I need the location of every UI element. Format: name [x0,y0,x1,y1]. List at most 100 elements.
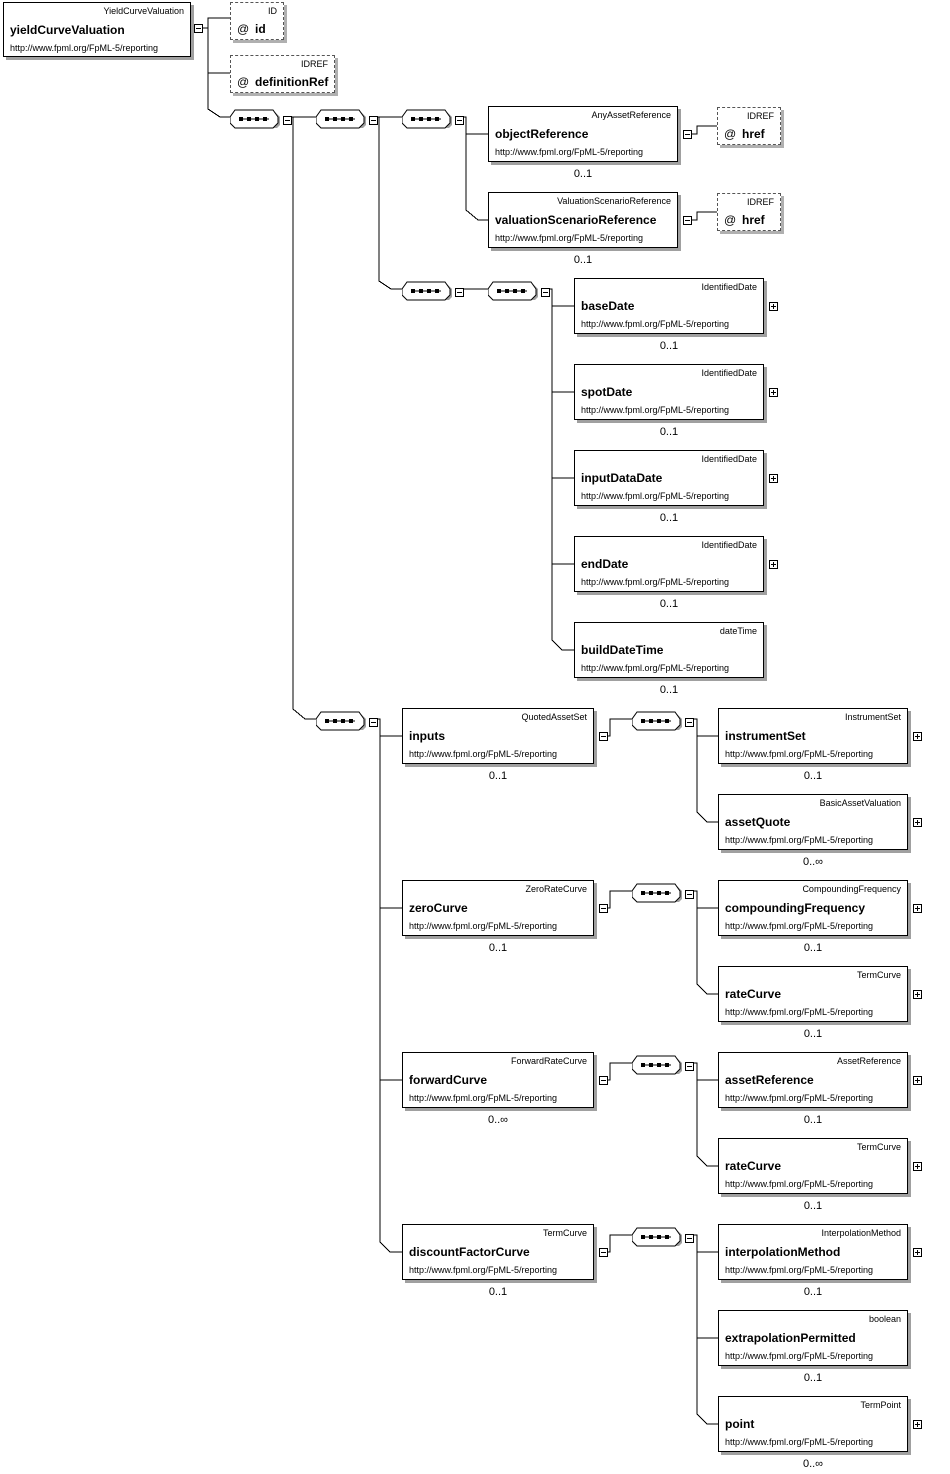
collapse-toggle[interactable] [369,718,378,727]
element-name: compoundingFrequency [725,901,866,915]
attribute-box-definitionRef[interactable]: IDREF@definitionRef [230,55,335,93]
expand-toggle[interactable] [769,474,778,483]
attribute-box-href[interactable]: IDREF@href [717,107,781,145]
expand-toggle[interactable] [769,388,778,397]
cardinality-label: 0..∞ [802,1458,824,1470]
attribute-box-href[interactable]: IDREF@href [717,193,781,231]
element-name: endDate [581,557,629,571]
element-namespace: http://www.fpml.org/FpML-5/reporting [725,1007,874,1017]
collapse-toggle[interactable] [455,288,464,297]
collapse-toggle[interactable] [685,1062,694,1071]
element-name: interpolationMethod [725,1245,841,1259]
element-type: TermPoint [860,1400,901,1410]
expand-toggle[interactable] [913,818,922,827]
sequence-compositor-icon [632,883,682,903]
cardinality-label: 0..1 [803,1200,823,1212]
element-name: baseDate [581,299,635,313]
cardinality-label: 0..1 [803,770,823,782]
expand-toggle[interactable] [913,904,922,913]
expand-toggle[interactable] [913,1248,922,1257]
expand-toggle[interactable] [913,990,922,999]
element-type: ValuationScenarioReference [557,196,671,206]
element-name: objectReference [495,127,589,141]
element-namespace: http://www.fpml.org/FpML-5/reporting [581,577,730,587]
collapse-toggle[interactable] [599,1248,608,1257]
sequence-compositor-icon [402,281,452,301]
sequence-compositor-icon [632,711,682,731]
collapse-toggle[interactable] [599,1076,608,1085]
element-namespace: http://www.fpml.org/FpML-5/reporting [725,1437,874,1447]
collapse-toggle[interactable] [369,116,378,125]
element-namespace: http://www.fpml.org/FpML-5/reporting [725,1179,874,1189]
attribute-at-symbol: @ [724,213,737,227]
attribute-at-symbol: @ [724,127,737,141]
expand-toggle[interactable] [913,1076,922,1085]
sequence-compositor-icon [316,109,366,129]
sequence-compositor-icon [316,711,366,731]
element-namespace: http://www.fpml.org/FpML-5/reporting [725,921,874,931]
collapse-toggle[interactable] [283,116,292,125]
element-name: yieldCurveValuation [10,23,125,37]
element-type: IdentifiedDate [701,282,757,292]
cardinality-label: 0..1 [488,1286,508,1298]
collapse-toggle[interactable] [599,732,608,741]
cardinality-label: 0..1 [659,684,679,696]
collapse-toggle[interactable] [541,288,550,297]
collapse-toggle[interactable] [683,216,692,225]
element-namespace: http://www.fpml.org/FpML-5/reporting [495,147,644,157]
sequence-compositor-icon [632,1055,682,1075]
element-namespace: http://www.fpml.org/FpML-5/reporting [581,491,730,501]
collapse-toggle[interactable] [455,116,464,125]
cardinality-label: 0..1 [803,942,823,954]
element-name: inputs [409,729,445,743]
element-name: instrumentSet [725,729,806,743]
element-name: forwardCurve [409,1073,488,1087]
collapse-toggle[interactable] [685,890,694,899]
expand-toggle[interactable] [913,732,922,741]
sequence-compositor-icon [230,109,280,129]
collapse-toggle[interactable] [685,718,694,727]
cardinality-label: 0..1 [659,340,679,352]
expand-toggle[interactable] [769,302,778,311]
element-box-baseDate[interactable]: IdentifiedDate baseDate http://www.fpml.or… [574,278,764,334]
expand-toggle[interactable] [913,1420,922,1429]
collapse-toggle[interactable] [194,24,203,33]
attribute-type: IDREF [747,111,774,121]
collapse-toggle[interactable] [685,1234,694,1243]
collapse-toggle[interactable] [683,130,692,139]
expand-toggle[interactable] [769,560,778,569]
attribute-box-id[interactable]: ID@id [230,2,284,40]
attribute-type: IDREF [301,59,328,69]
attribute-name: definitionRef [255,75,329,89]
element-type: TermCurve [856,970,901,980]
element-name: zeroCurve [409,901,468,915]
collapse-toggle[interactable] [599,904,608,913]
expand-toggle[interactable] [913,1162,922,1171]
cardinality-label: 0..1 [803,1114,823,1126]
element-namespace: http://www.fpml.org/FpML-5/reporting [581,319,730,329]
element-namespace: http://www.fpml.org/FpML-5/reporting [725,835,874,845]
element-namespace: http://www.fpml.org/FpML-5/reporting [725,1351,874,1361]
element-type: TermCurve [542,1228,587,1238]
